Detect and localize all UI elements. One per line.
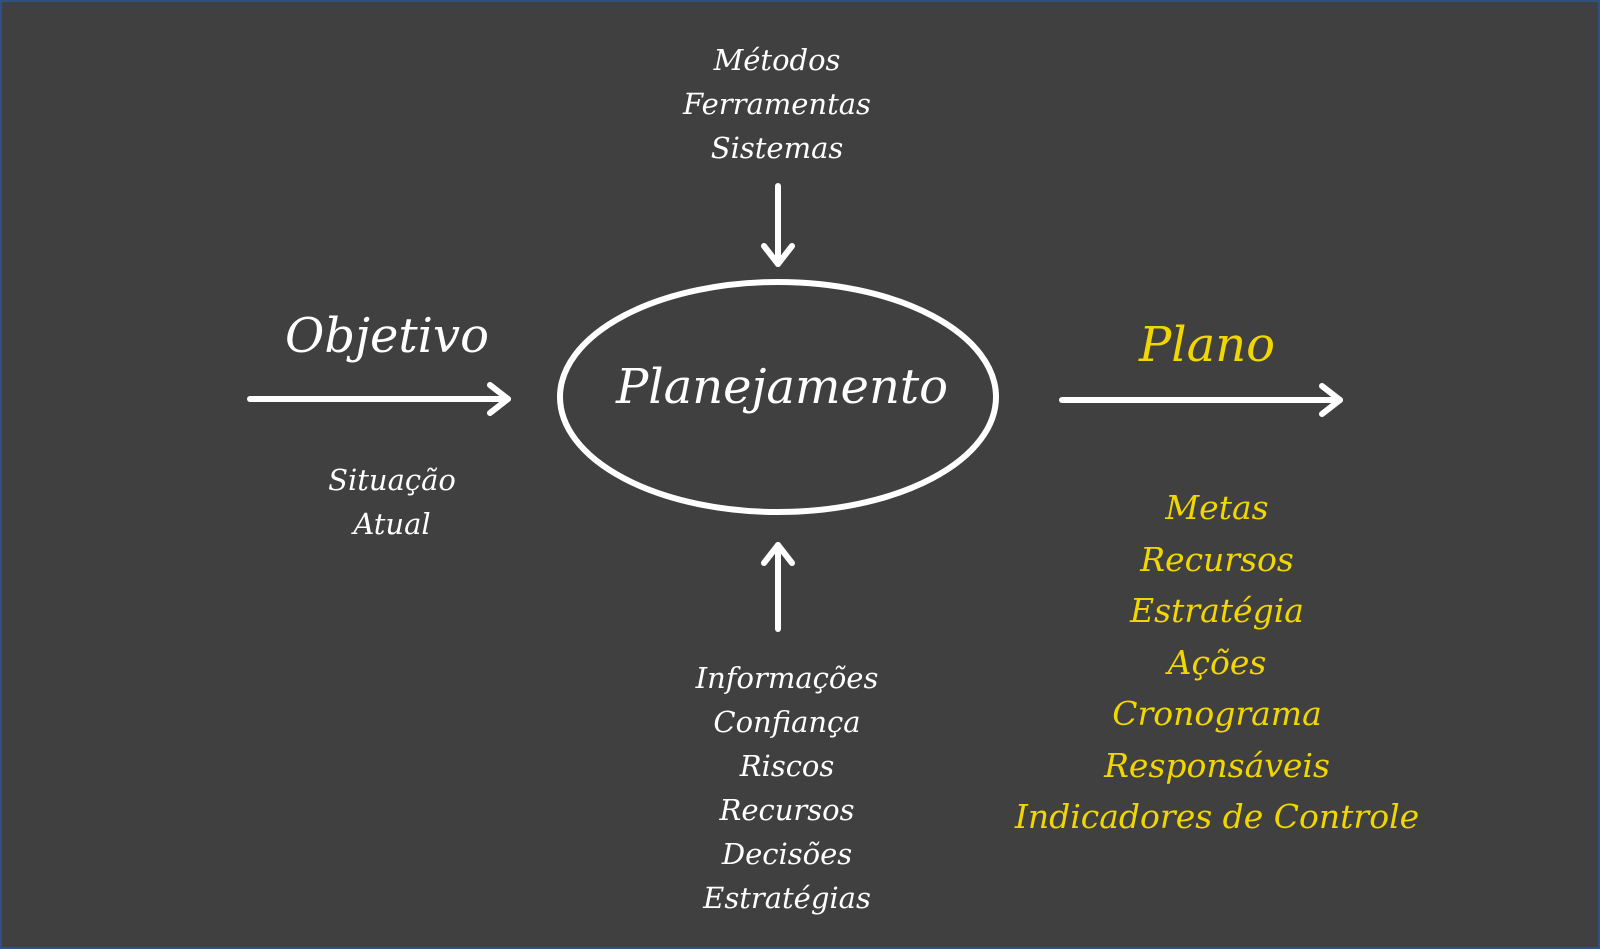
bottom-input-list: Informações Confiança Riscos Recursos De…	[672, 656, 902, 920]
plan-output-list: Metas Recursos Estratégia Ações Cronogra…	[1002, 482, 1432, 843]
plan-item-indicadores: Indicadores de Controle	[1014, 797, 1420, 836]
plano-label: Plano	[1138, 317, 1276, 373]
top-arrow	[761, 183, 795, 267]
plan-item-cronograma: Cronograma	[1112, 694, 1322, 733]
bottom-item-confianca: Confiança	[713, 705, 861, 739]
situacao-line-1: Situação	[328, 463, 456, 497]
top-item-sistemas: Sistemas	[710, 131, 844, 165]
plan-item-recursos: Recursos	[1140, 539, 1294, 579]
situacao-line-2: Atual	[353, 507, 431, 541]
situacao-atual-label: Situação Atual	[312, 458, 472, 546]
bottom-item-decisoes: Decisões	[721, 837, 853, 871]
plan-item-metas: Metas	[1165, 488, 1269, 527]
plan-item-estrategia: Estratégia	[1130, 591, 1304, 630]
planejamento-label: Planejamento	[615, 359, 949, 415]
plan-item-acoes: Ações	[1167, 642, 1267, 682]
central-ellipse	[557, 279, 999, 515]
objetivo-label: Objetivo	[284, 308, 490, 364]
top-item-metodos: Métodos	[713, 43, 841, 77]
bottom-item-informacoes: Informações	[695, 661, 879, 695]
bottom-item-riscos: Riscos	[739, 749, 835, 783]
right-arrow	[1059, 383, 1343, 417]
left-arrow	[247, 382, 511, 416]
bottom-item-estrategias: Estratégias	[703, 881, 871, 915]
plan-item-responsaveis: Responsáveis	[1104, 745, 1330, 785]
bottom-arrow	[761, 542, 795, 632]
top-item-ferramentas: Ferramentas	[683, 87, 871, 121]
bottom-item-recursos: Recursos	[719, 793, 855, 827]
top-input-list: Métodos Ferramentas Sistemas	[677, 38, 877, 170]
